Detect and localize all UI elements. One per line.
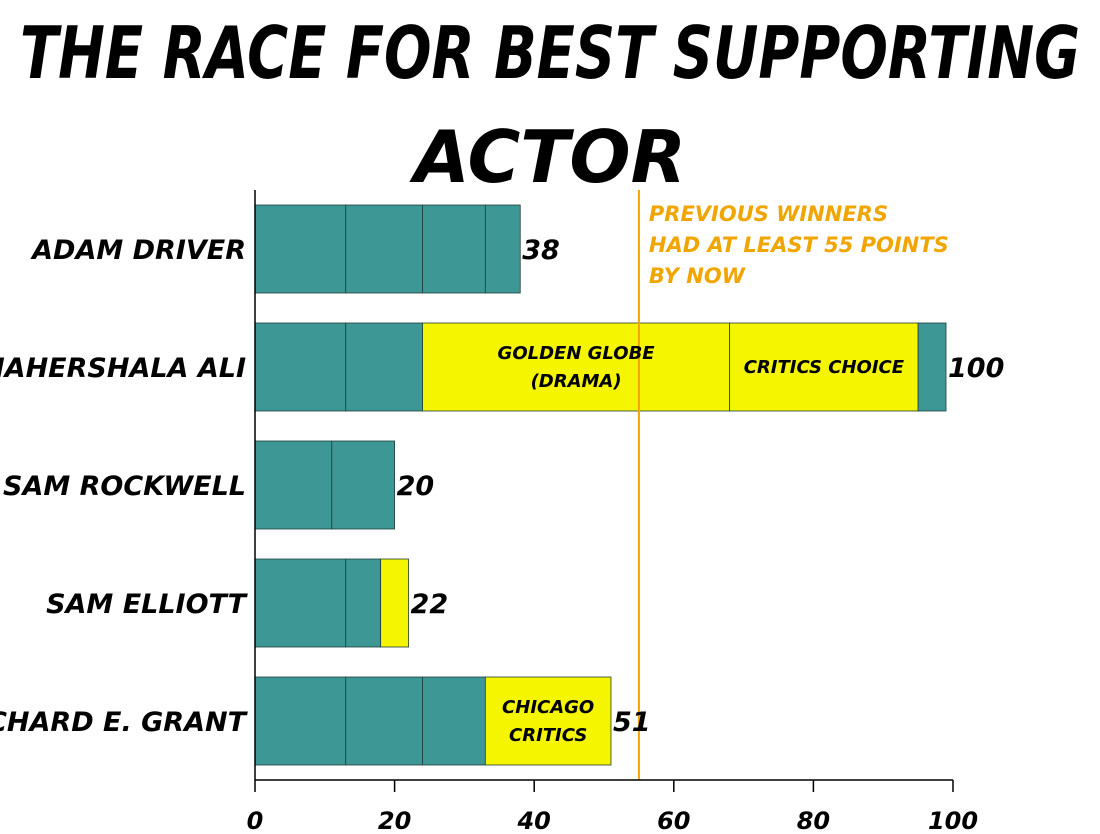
x-tick-label: 40 [516,807,550,834]
bar-segment [345,558,382,648]
bars-layer [254,204,947,766]
segment-label: GOLDEN GLOBE [498,343,656,364]
category-label: RICHARD E. GRANT [0,707,249,738]
threshold-note: HAD AT LEAST 55 POINTS [649,233,949,257]
bar-segment [422,676,486,766]
bar-segment [484,204,521,294]
bar-total-label: 51 [613,707,651,738]
bar-segment [254,322,347,412]
category-label: ADAM DRIVER [30,235,246,266]
bar-segment-award [729,322,919,412]
bar-segment-award [422,322,731,412]
bar-segment [345,676,423,766]
x-tick-label: 100 [928,807,978,834]
bar-segment [331,440,395,530]
bar-total-label: 100 [948,353,1004,384]
bar-segment [917,322,947,412]
bar-segment [422,204,486,294]
x-tick-label: 80 [797,807,830,834]
bar-segment [254,204,347,294]
segment-label: (DRAMA) [531,371,622,392]
threshold-note: PREVIOUS WINNERS [649,202,888,226]
bar-total-label: 22 [411,589,449,620]
segment-label: CHICAGO [502,697,594,718]
bar-segment-award [484,676,612,766]
x-tick-label: 20 [378,807,411,834]
segment-label: CRITICS CHOICE [744,357,905,378]
x-tick-label: 0 [247,807,264,834]
category-label: MAHERSHALA ALI [0,353,246,384]
category-label: SAM ELLIOTT [46,589,248,620]
bar-segment [254,558,347,648]
bar-segment-award [380,558,409,648]
category-label: SAM ROCKWELL [3,471,246,502]
threshold-note: BY NOW [649,264,746,288]
chart-title-line-1: THE RACE FOR BEST SUPPORTING [20,11,1080,95]
bar-segment [254,440,333,530]
bar-segment [345,322,423,412]
chart-title-line-2: ACTOR [409,115,686,199]
bar-segment [254,676,347,766]
bar-segment [345,204,423,294]
segment-label: CRITICS [509,725,587,746]
bar-total-label: 20 [397,471,435,502]
ticks-layer: 0 20 40 60 80 100 [247,780,978,834]
bar-total-label: 38 [522,235,560,266]
threshold-layer: PREVIOUS WINNERS HAD AT LEAST 55 POINTS BY… [637,190,949,780]
x-tick-label: 60 [657,807,690,834]
